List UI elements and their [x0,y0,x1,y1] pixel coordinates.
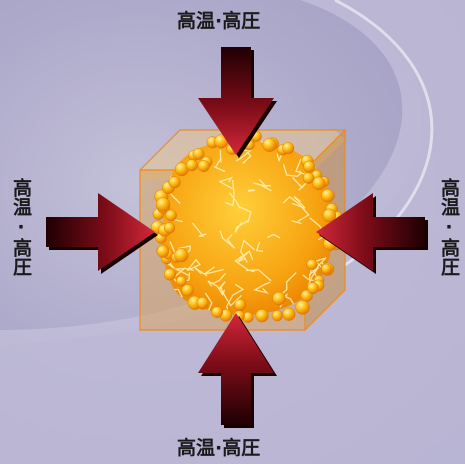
grain [174,248,189,263]
grain [165,209,177,222]
grain [163,222,176,234]
crystal-facet [235,149,253,162]
grain [168,176,181,189]
grain [192,147,205,160]
crystal-facet [247,189,256,192]
crystal-facet [218,176,234,190]
crystal-facet [256,139,269,146]
grain [272,291,286,306]
grain [163,268,176,281]
grain [156,245,170,258]
crystal-facet [259,184,272,192]
crystal-facet [218,281,226,296]
grain [303,160,315,173]
grain [322,208,337,223]
crystal-facet [253,281,271,294]
grain [255,309,269,323]
crystal-facet [203,266,224,275]
arrow-bottom [198,313,277,428]
crystal-facet [237,250,254,263]
grain [306,258,318,270]
crystal-facet [239,206,252,223]
grain [282,142,295,155]
crystal-facet [213,158,226,173]
crystal-facet [291,220,302,225]
crystal-facet [229,192,241,209]
crystal-facet [193,266,208,277]
crystal-facet [186,258,201,272]
grain [302,172,315,184]
crystal-facet [173,288,183,298]
label-left: 高温·高圧 [10,178,32,276]
label-right: 高温·高圧 [438,178,460,276]
grain [262,137,277,152]
grain [295,300,310,315]
crystal-facet [219,230,236,249]
crystal-facet [255,241,264,252]
crystal-facet [282,195,310,222]
crystal-facet [207,280,224,296]
grain [271,310,283,322]
label-bottom: 高温·高圧 [177,437,261,459]
grain [321,263,332,275]
crystal-facet [173,267,195,276]
grain [282,307,296,321]
crystal-facet [242,151,252,164]
label-top: 高温·高圧 [177,10,261,32]
crystal-facet [245,269,272,282]
grain [234,299,247,312]
crystal-facet [266,233,281,239]
arrow-top [198,47,277,158]
crystal-facet [224,179,235,207]
grain [197,159,210,172]
grain [321,188,335,203]
crystal-facet [234,219,250,233]
grain [155,197,171,212]
arrow-right [316,193,428,274]
grain [211,306,223,318]
grain [175,275,187,287]
grain [196,296,209,309]
grain [185,159,198,172]
grain [181,284,194,297]
grain [312,176,326,191]
crystal-facet [291,195,306,209]
crystal-facet [292,177,310,191]
arrow-left [46,193,158,274]
grain [307,282,319,294]
crystal-facet [191,222,207,237]
crystal-facet [219,150,222,163]
